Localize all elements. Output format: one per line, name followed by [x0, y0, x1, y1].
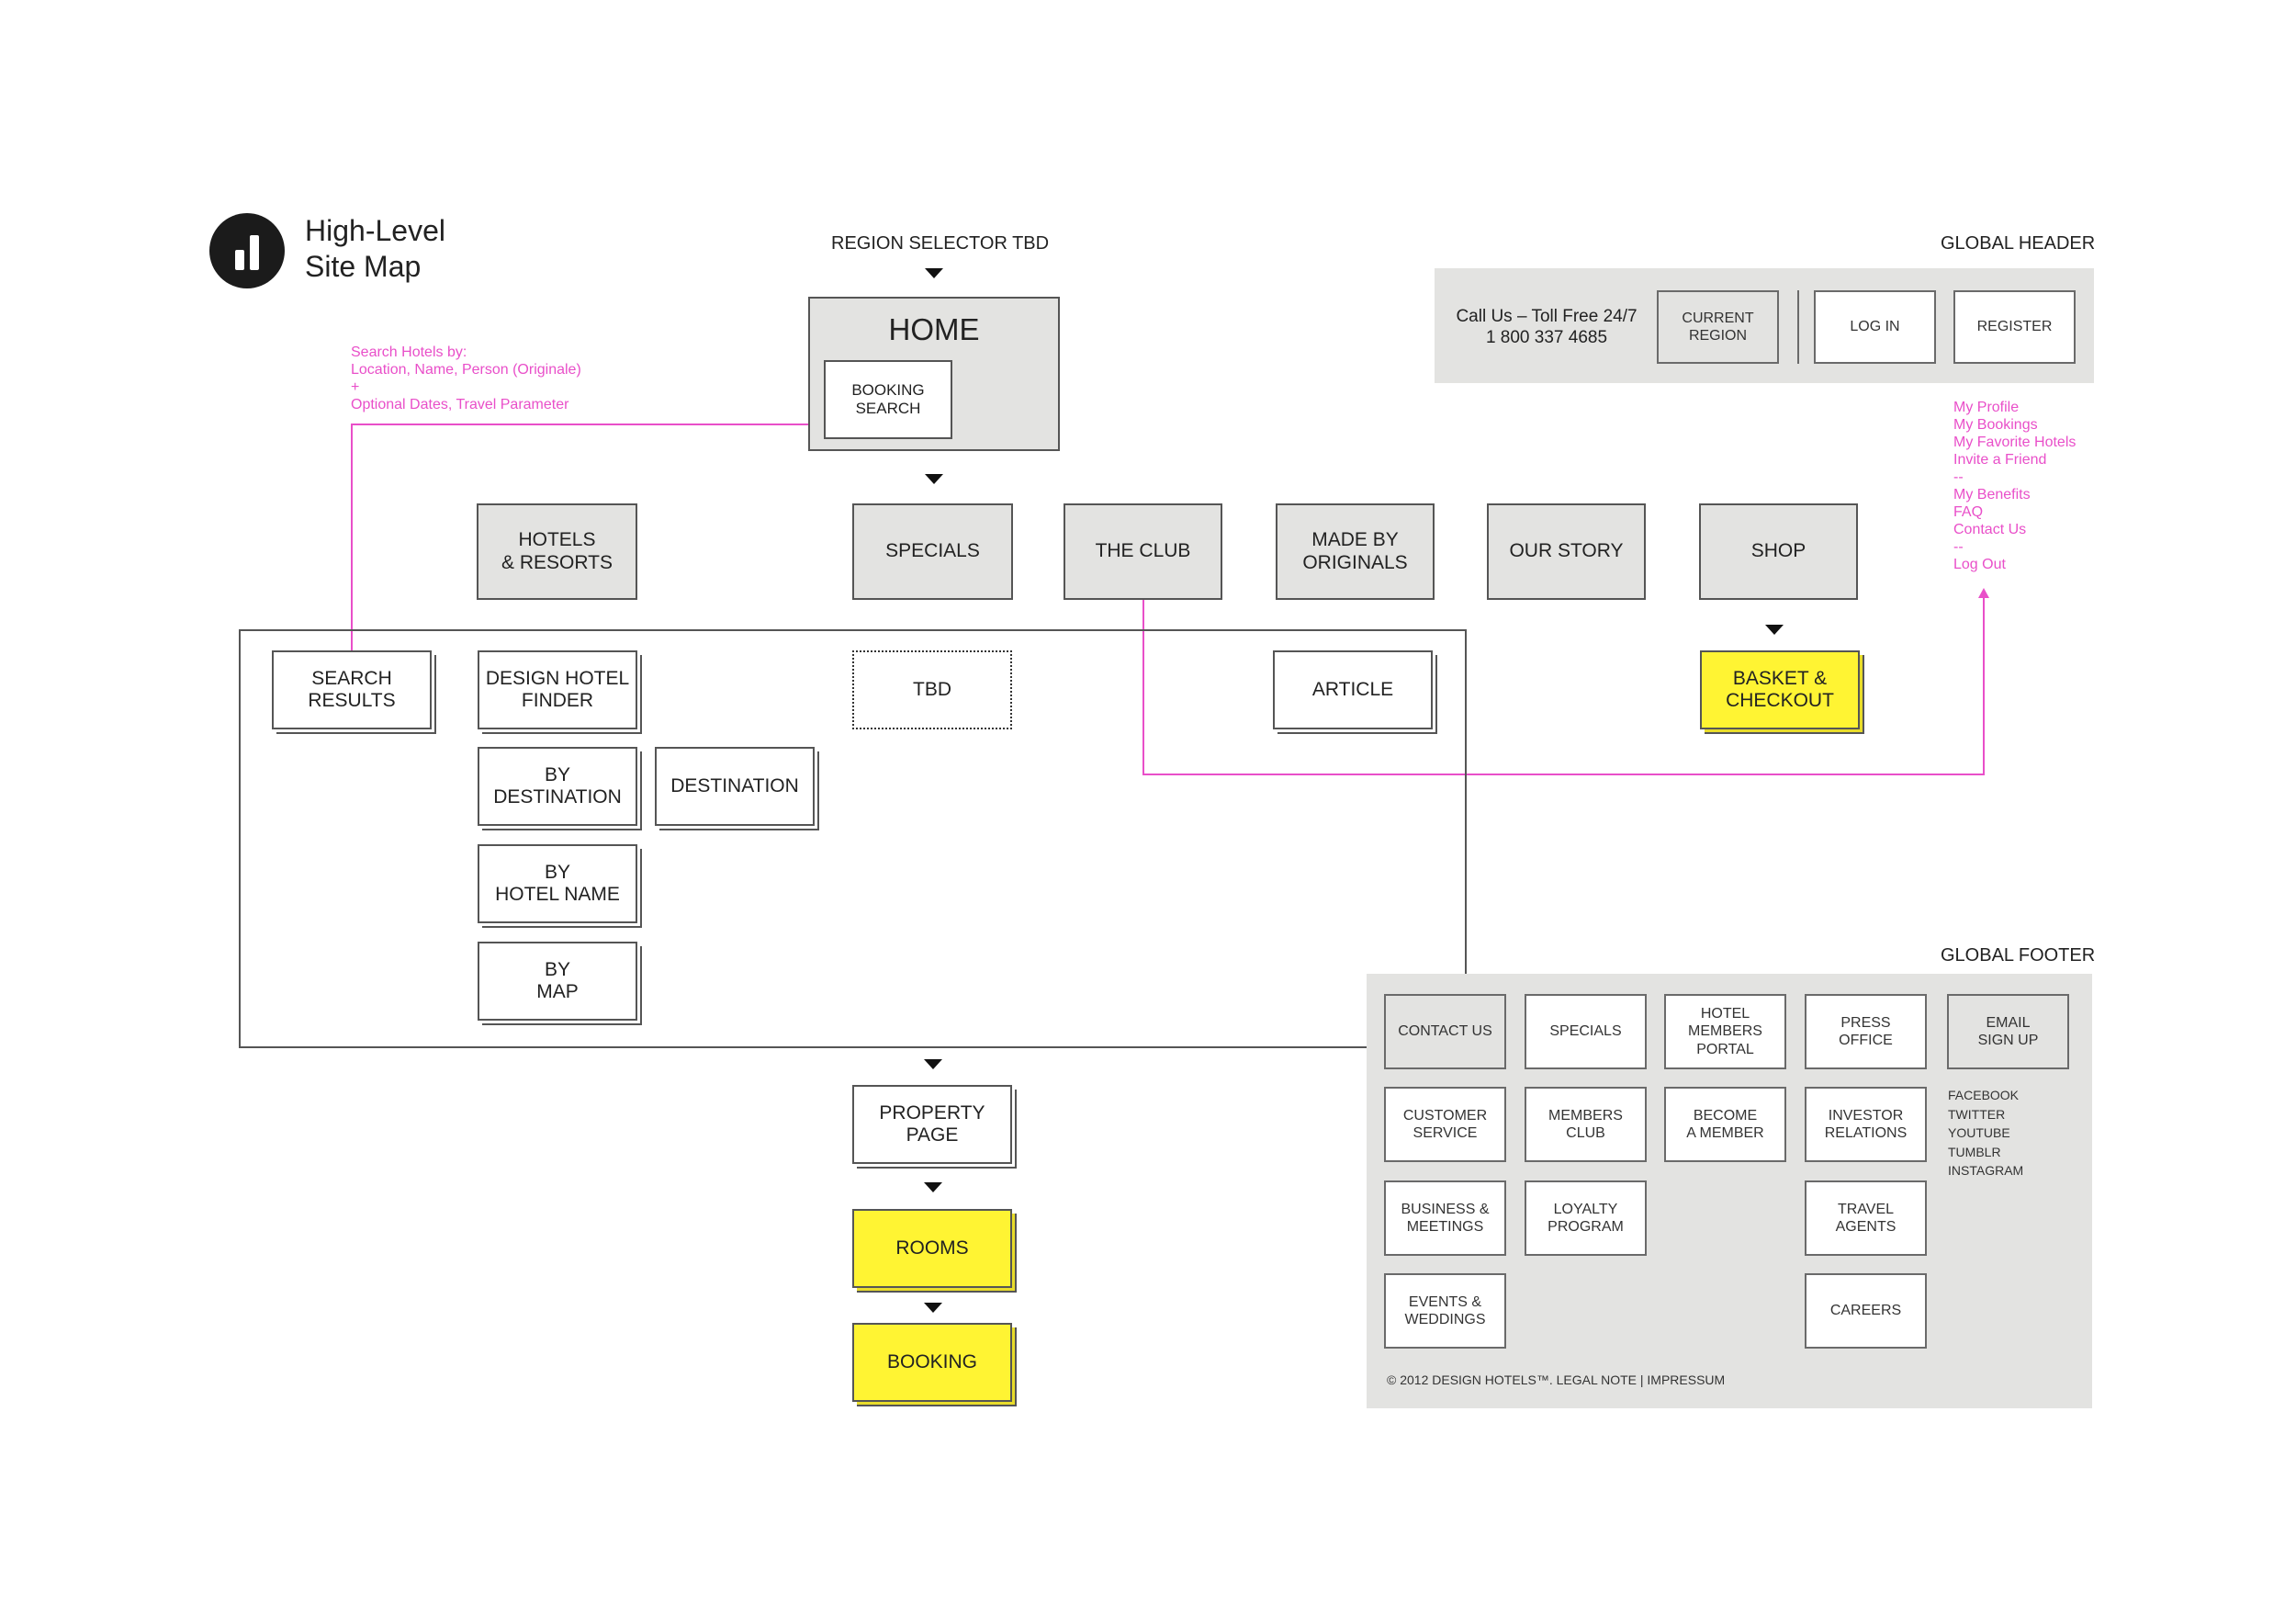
account-connector — [1142, 588, 1985, 775]
design-hotel-finder-box[interactable]: DESIGN HOTEL FINDER — [478, 650, 637, 729]
footer-press-office[interactable]: PRESS OFFICE — [1805, 994, 1927, 1069]
social-link-facebook[interactable]: FACEBOOK — [1948, 1088, 2020, 1102]
nav-the-club[interactable]: THE CLUB — [1064, 503, 1222, 600]
nav-shop[interactable]: SHOP — [1699, 503, 1858, 600]
by-hotel-name-box[interactable]: BY HOTEL NAME — [478, 844, 637, 923]
property-arrow — [924, 1059, 942, 1069]
logo-bar-tall — [250, 235, 259, 270]
account-connector-arrowhead — [1978, 588, 1989, 598]
footer-events-weddings[interactable]: EVENTS & WEDDINGS — [1384, 1273, 1506, 1349]
tbd-box[interactable]: TBD — [852, 650, 1012, 729]
article-box[interactable]: ARTICLE — [1273, 650, 1433, 729]
booking-box[interactable]: BOOKING — [852, 1323, 1012, 1402]
by-map-box[interactable]: BY MAP — [478, 942, 637, 1021]
footer-travel-agents[interactable]: TRAVEL AGENTS — [1805, 1180, 1927, 1256]
footer-specials[interactable]: SPECIALS — [1525, 994, 1647, 1069]
rooms-arrow — [924, 1182, 942, 1192]
nav-hotels-resorts[interactable]: HOTELS & RESORTS — [477, 503, 637, 600]
page-title-line2: Site Map — [305, 250, 422, 283]
logo-bar-short — [235, 250, 244, 270]
global-footer-caption: GLOBAL FOOTER — [1941, 945, 2096, 966]
search-connector — [351, 424, 836, 666]
hotels-section-frame — [239, 629, 1467, 1048]
property-page-box[interactable]: PROPERTY PAGE — [852, 1085, 1012, 1164]
search-note: Search Hotels by: Location, Name, Person… — [351, 344, 581, 412]
footer-members-club[interactable]: MEMBERS CLUB — [1525, 1087, 1647, 1162]
page-title: High-Level Site Map — [305, 213, 445, 285]
social-link-youtube[interactable]: YOUTUBE — [1948, 1125, 2010, 1140]
home-arrow — [925, 474, 943, 484]
global-header-caption: GLOBAL HEADER — [1941, 233, 2096, 254]
footer-loyalty-program[interactable]: LOYALTY PROGRAM — [1525, 1180, 1647, 1256]
nav-our-story[interactable]: OUR STORY — [1487, 503, 1646, 600]
footer-contact-us[interactable]: CONTACT US — [1384, 994, 1506, 1069]
social-link-instagram[interactable]: INSTAGRAM — [1948, 1163, 2024, 1178]
call-us-line2: 1 800 337 4685 — [1485, 328, 1608, 347]
by-destination-box[interactable]: BY DESTINATION — [478, 747, 637, 826]
social-link-twitter[interactable]: TWITTER — [1948, 1106, 2006, 1122]
account-menu-list: My Profile My Bookings My Favorite Hotel… — [1953, 400, 2077, 572]
register-button[interactable]: REGISTER — [1953, 290, 2076, 364]
destination-box[interactable]: DESTINATION — [655, 747, 815, 826]
footer-business-meetings[interactable]: BUSINESS & MEETINGS — [1384, 1180, 1506, 1256]
nav-made-by-originals[interactable]: MADE BY ORIGINALS — [1276, 503, 1435, 600]
basket-checkout-box[interactable]: BASKET & CHECKOUT — [1700, 650, 1860, 729]
booking-search-box[interactable]: BOOKING SEARCH — [824, 360, 952, 439]
shop-arrow — [1765, 625, 1784, 635]
home-label: HOME — [888, 312, 980, 346]
region-arrow — [925, 268, 943, 278]
call-us-text: Call Us – Toll Free 24/7 1 800 337 4685 — [1439, 306, 1654, 348]
search-results-box[interactable]: SEARCH RESULTS — [272, 650, 432, 729]
log-in-button[interactable]: LOG IN — [1814, 290, 1936, 364]
footer-email-signup[interactable]: EMAIL SIGN UP — [1947, 994, 2069, 1069]
footer-copyright: © 2012 DESIGN HOTELS™. LEGAL NOTE | IMPR… — [1387, 1372, 1726, 1387]
booking-arrow — [924, 1303, 942, 1313]
current-region-button[interactable]: CURRENT REGION — [1657, 290, 1779, 364]
footer-investor-relations[interactable]: INVESTOR RELATIONS — [1805, 1087, 1927, 1162]
footer-social-links: FACEBOOK TWITTER YOUTUBE TUMBLR INSTAGRA… — [1948, 1086, 2023, 1180]
page-title-line1: High-Level — [305, 214, 445, 247]
footer-become-member[interactable]: BECOME A MEMBER — [1664, 1087, 1786, 1162]
logo — [209, 213, 285, 288]
region-selector-caption: REGION SELECTOR TBD — [831, 233, 1050, 254]
call-us-line1: Call Us – Toll Free 24/7 — [1456, 307, 1638, 326]
footer-hotel-members-portal[interactable]: HOTEL MEMBERS PORTAL — [1664, 994, 1786, 1069]
footer-careers[interactable]: CAREERS — [1805, 1273, 1927, 1349]
social-link-tumblr[interactable]: TUMBLR — [1948, 1144, 2001, 1159]
footer-customer-service[interactable]: CUSTOMER SERVICE — [1384, 1087, 1506, 1162]
rooms-box[interactable]: ROOMS — [852, 1209, 1012, 1288]
header-divider — [1797, 290, 1799, 364]
nav-specials[interactable]: SPECIALS — [852, 503, 1013, 600]
